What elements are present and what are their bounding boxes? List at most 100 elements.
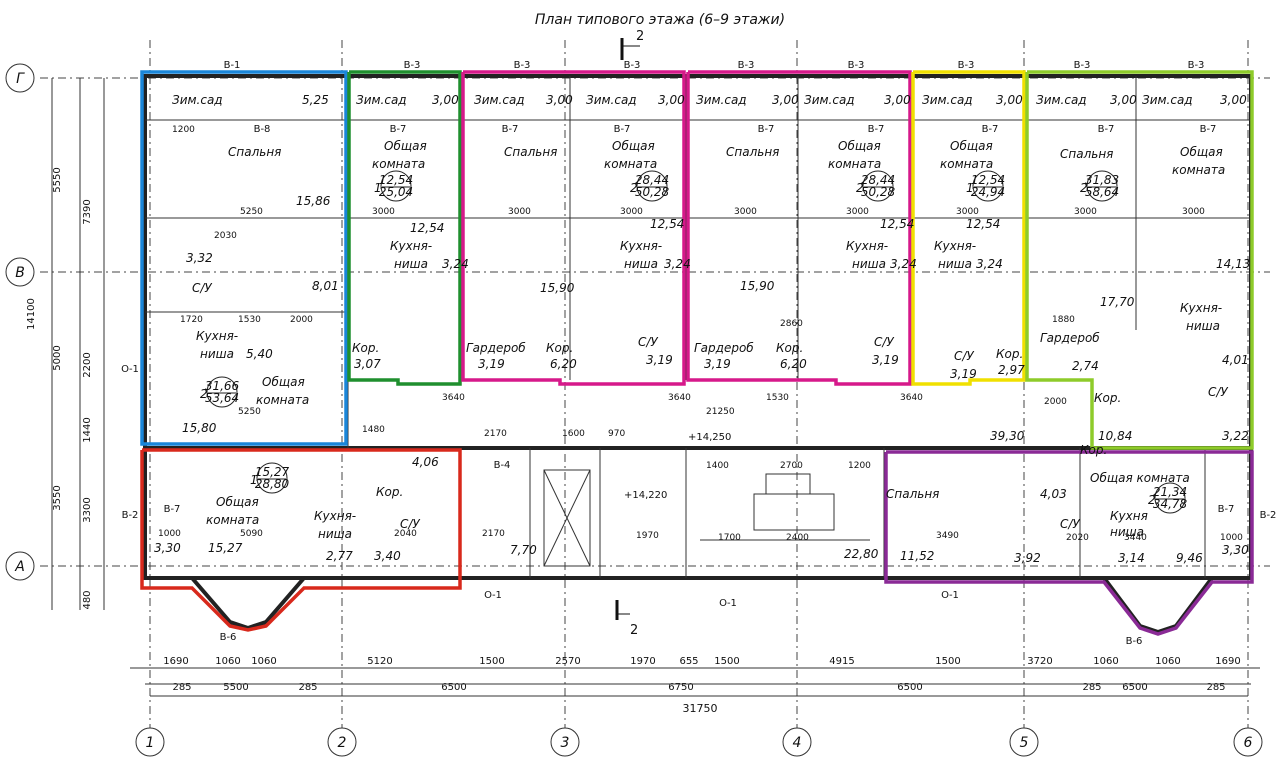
inner-dim-12: 1530	[238, 315, 261, 325]
window-mark-16: В-7	[1098, 124, 1115, 135]
dim-left-4: 7390	[82, 199, 93, 224]
inner-dim-19: 21250	[706, 407, 735, 417]
room-name-6: Зим.сад	[922, 93, 973, 107]
room-area-37: 3,19	[478, 357, 505, 371]
dimension-overall: 31750	[150, 695, 1248, 715]
room-area-5: 3,00	[884, 93, 911, 107]
window-mark-18: В-4	[494, 460, 511, 471]
area-label-24: 3,14	[1118, 551, 1145, 565]
room-name-31: Кухня-	[1180, 301, 1222, 315]
room-name-20: Спальня	[1060, 147, 1113, 161]
room-name-18: Общая	[950, 139, 993, 153]
window-mark-19: В-7	[164, 504, 181, 515]
dim-left-0: 5550	[52, 167, 63, 192]
area-label-10: 17,70	[1100, 295, 1135, 309]
dim-total-8: 285	[1206, 682, 1225, 693]
apartment-living-area: 31,66	[205, 379, 240, 393]
axis-bubble-1: 1	[135, 727, 165, 757]
window-mark-20: В-7	[1218, 504, 1235, 515]
room-name-8: Зим.сад	[1142, 93, 1193, 107]
level-marks: +14,250+14,220	[624, 432, 731, 501]
room-name-13: Общая	[612, 139, 655, 153]
room-name-11: комната	[372, 157, 425, 171]
apartment-badge-circle	[256, 462, 288, 494]
svg-text:2: 2	[338, 735, 347, 751]
area-label-17: 15,27	[208, 541, 243, 555]
apartment-total-area: 28,80	[255, 477, 290, 491]
inner-dim-3: 3000	[620, 207, 643, 217]
room-name-24: ниша	[394, 257, 428, 271]
dim-total-1: 5500	[223, 682, 248, 693]
room-name-23: Кухня-	[390, 239, 432, 253]
room-area-30: 3,24	[976, 257, 1003, 271]
room-area-2: 3,00	[546, 93, 573, 107]
dim-bottom-10: 1500	[935, 656, 960, 667]
window-mark-22: В-2	[1260, 510, 1277, 521]
window-mark-5: В-3	[848, 60, 865, 71]
room-area-42: 2,97	[998, 363, 1025, 377]
room-name-54: С/У	[400, 517, 420, 531]
room-name-17: комната	[828, 157, 881, 171]
window-mark-21: В-2	[122, 510, 139, 521]
room-name-10: Общая	[384, 139, 427, 153]
window-mark-24: В-6	[1126, 636, 1143, 647]
room-name-16: Общая	[838, 139, 881, 153]
window-mark-14: В-7	[868, 124, 885, 135]
inner-dim-34: 3490	[936, 531, 959, 541]
room-area-56: 11,52	[900, 549, 934, 563]
dim-bottom-2: 1060	[251, 656, 276, 667]
room-name-46: С/У	[874, 335, 894, 349]
room-name-21: Общая	[1180, 145, 1223, 159]
dim-left-7: 3300	[82, 497, 93, 522]
apartment-total-area: 50,28	[635, 185, 670, 199]
room-name-49: С/У	[1208, 385, 1228, 399]
window-mark-2: В-3	[514, 60, 531, 71]
inner-dim-37: 1000	[158, 529, 181, 539]
room-name-14: комната	[604, 157, 657, 171]
apartment-living-area: 28,44	[861, 173, 895, 187]
window-mark-0: В-1	[224, 60, 241, 71]
room-name-61: Кор.	[1080, 443, 1107, 457]
inner-dim-13: 2000	[290, 315, 313, 325]
inner-dim-29: 2040	[394, 529, 417, 539]
room-area-0: 5,25	[302, 93, 329, 107]
area-label-16: 3,30	[154, 541, 181, 555]
room-area-41: 3,07	[354, 357, 381, 371]
axis-bubble-6: 6	[1233, 727, 1263, 757]
room-area-46: 3,19	[872, 353, 899, 367]
inner-dim-23: 1600	[562, 429, 585, 439]
room-name-4: Зим.сад	[696, 93, 747, 107]
area-label-0: 3,32	[186, 251, 213, 265]
inner-dim-33: 1700	[718, 533, 741, 543]
room-name-38: Кор.	[546, 341, 573, 355]
window-mark-12: В-7	[614, 124, 631, 135]
axis-bubble-3: 3	[550, 727, 580, 757]
room-name-48: С/У	[192, 281, 212, 295]
dim-total-5: 6500	[897, 682, 922, 693]
inner-dim-4: 3000	[734, 207, 757, 217]
dim-bottom-5: 2570	[555, 656, 580, 667]
area-label-9: 14,13	[1216, 257, 1250, 271]
apartment-badge-circle	[636, 170, 668, 202]
apartment-total-area: 58,64	[1085, 185, 1119, 199]
apartment-rooms: 2	[856, 181, 864, 195]
room-name-37: Гардероб	[466, 341, 526, 355]
room-area-45: 3,19	[646, 353, 673, 367]
dim-bottom-1: 1060	[215, 656, 240, 667]
dim-bottom-8: 1500	[714, 656, 739, 667]
inner-dim-28: 5090	[240, 529, 263, 539]
room-name-1: Зим.сад	[356, 93, 407, 107]
dim-bottom-0: 1690	[163, 656, 188, 667]
dim-bottom-11: 3720	[1027, 656, 1052, 667]
area-label-2: 15,80	[182, 421, 217, 435]
area-label-4: 15,90	[540, 281, 575, 295]
plan-title: План типового этажа (6–9 этажи)	[535, 12, 785, 28]
room-area-39: 3,19	[704, 357, 731, 371]
window-mark-9: В-8	[254, 124, 271, 135]
svg-text:6: 6	[1244, 735, 1253, 751]
room-area-44: 10,84	[1098, 429, 1132, 443]
apartment-outline-magenta-2	[686, 70, 912, 386]
section-mark-top: 2	[620, 29, 644, 60]
